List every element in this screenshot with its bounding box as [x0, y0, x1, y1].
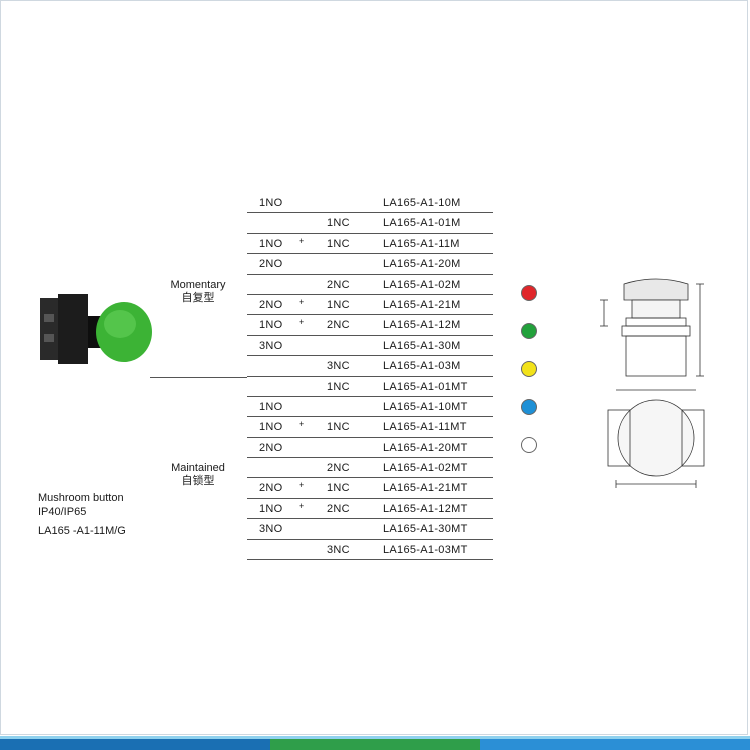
table-row: 3NO LA165-A1-30MT — [247, 519, 493, 540]
momentary-label-cn: 自复型 — [181, 292, 215, 304]
model-number: LA165-A1-30MT — [383, 523, 468, 536]
no-contacts: 2NO — [259, 298, 283, 311]
color-swatch — [521, 399, 537, 415]
table-row: 1NO LA165-A1-10MT — [247, 397, 493, 418]
color-swatches — [521, 285, 537, 475]
group-divider-line — [150, 377, 247, 378]
color-swatch — [521, 323, 537, 339]
plus-sign: + — [299, 419, 305, 430]
table-row: 1NC LA165-A1-01M — [247, 213, 493, 234]
no-contacts: 1NO — [259, 502, 283, 515]
model-number: LA165-A1-20MT — [383, 441, 468, 454]
no-contacts: 1NO — [259, 237, 283, 250]
color-swatch — [521, 437, 537, 453]
maintained-label-en: Maintained — [171, 462, 225, 474]
plus-sign: + — [299, 235, 305, 246]
color-swatch — [521, 285, 537, 301]
model-table: 1NO LA165-A1-10M 1NC LA165-A1-01M 1NO +1NC LA1… — [247, 193, 493, 561]
model-number: LA165-A1-21MT — [383, 482, 468, 495]
product-model: LA165 -A1-11M/G — [38, 525, 126, 537]
no-contacts: 1NO — [259, 197, 283, 209]
no-contacts: 3NO — [259, 339, 283, 352]
no-contacts: 2NO — [259, 441, 283, 454]
nc-contacts: 1NC — [327, 217, 350, 230]
color-swatch — [521, 361, 537, 377]
model-number: LA165-A1-20M — [383, 258, 461, 271]
nc-contacts: 2NC — [327, 462, 350, 475]
product-name: Mushroom button — [38, 492, 124, 504]
model-number: LA165-A1-21M — [383, 298, 461, 311]
no-contacts: 1NO — [259, 319, 283, 332]
table-row: 1NO +2NC LA165-A1-12M — [247, 315, 493, 336]
maintained-label-cn: 自锁型 — [181, 475, 215, 487]
table-row: 1NO LA165-A1-10M — [247, 193, 493, 214]
bottom-brand-stripe — [0, 736, 750, 750]
model-number: LA165-A1-12MT — [383, 502, 468, 515]
momentary-group-label: Momentary 自复型 — [164, 279, 232, 305]
plus-sign: + — [299, 480, 305, 491]
table-row: 2NC LA165-A1-02MT — [247, 458, 493, 479]
table-row: 1NO +1NC LA165-A1-11M — [247, 234, 493, 255]
table-row: 1NC LA165-A1-01MT — [247, 377, 493, 397]
model-number: LA165-A1-11M — [383, 237, 460, 250]
no-contacts: 1NO — [259, 400, 283, 413]
model-number: LA165-A1-02MT — [383, 462, 468, 475]
nc-contacts: 2NC — [327, 319, 350, 332]
no-contacts: 1NO — [259, 421, 283, 434]
nc-contacts: 1NC — [327, 482, 350, 495]
page-frame — [0, 0, 748, 735]
model-number: LA165-A1-02M — [383, 278, 461, 291]
model-number: LA165-A1-03M — [383, 360, 461, 373]
nc-contacts: 2NC — [327, 502, 350, 515]
table-row: 2NO +1NC LA165-A1-21MT — [247, 478, 493, 499]
no-contacts: 2NO — [259, 258, 283, 271]
table-row: 2NO LA165-A1-20M — [247, 254, 493, 275]
nc-contacts: 3NC — [327, 360, 350, 373]
table-row: 1NO +1NC LA165-A1-11MT — [247, 417, 493, 438]
maintained-group-label: Maintained 自锁型 — [164, 462, 232, 488]
table-row: 2NO +1NC LA165-A1-21M — [247, 295, 493, 316]
nc-contacts: 1NC — [327, 380, 350, 393]
table-row: 1NO +2NC LA165-A1-12MT — [247, 499, 493, 520]
model-number: LA165-A1-01MT — [383, 380, 468, 393]
table-row: 3NO LA165-A1-30M — [247, 336, 493, 357]
table-row: 2NC LA165-A1-02M — [247, 275, 493, 295]
plus-sign: + — [299, 500, 305, 511]
table-row: 2NO LA165-A1-20MT — [247, 438, 493, 459]
model-number: LA165-A1-11MT — [383, 421, 467, 434]
nc-contacts: 1NC — [327, 237, 350, 250]
model-number: LA165-A1-03MT — [383, 543, 468, 556]
nc-contacts: 1NC — [327, 298, 350, 311]
model-number: LA165-A1-10M — [383, 197, 461, 209]
product-protection: IP40/IP65 — [38, 506, 87, 518]
table-row: 3NC LA165-A1-03M — [247, 356, 493, 377]
nc-contacts: 3NC — [327, 543, 350, 556]
plus-sign: + — [299, 317, 305, 328]
table-row: 3NC LA165-A1-03MT — [247, 540, 493, 561]
nc-contacts: 1NC — [327, 421, 350, 434]
model-number: LA165-A1-01M — [383, 217, 461, 230]
dimension-drawing — [600, 278, 705, 488]
mushroom-button-photo — [40, 294, 152, 364]
model-number: LA165-A1-30M — [383, 339, 461, 352]
model-number: LA165-A1-10MT — [383, 400, 468, 413]
model-number: LA165-A1-12M — [383, 319, 461, 332]
momentary-label-en: Momentary — [170, 279, 226, 291]
plus-sign: + — [299, 296, 305, 307]
no-contacts: 2NO — [259, 482, 283, 495]
no-contacts: 3NO — [259, 523, 283, 536]
nc-contacts: 2NC — [327, 278, 350, 291]
product-info: Mushroom button IP40/IP65 LA165 -A1-11M/… — [38, 491, 126, 538]
